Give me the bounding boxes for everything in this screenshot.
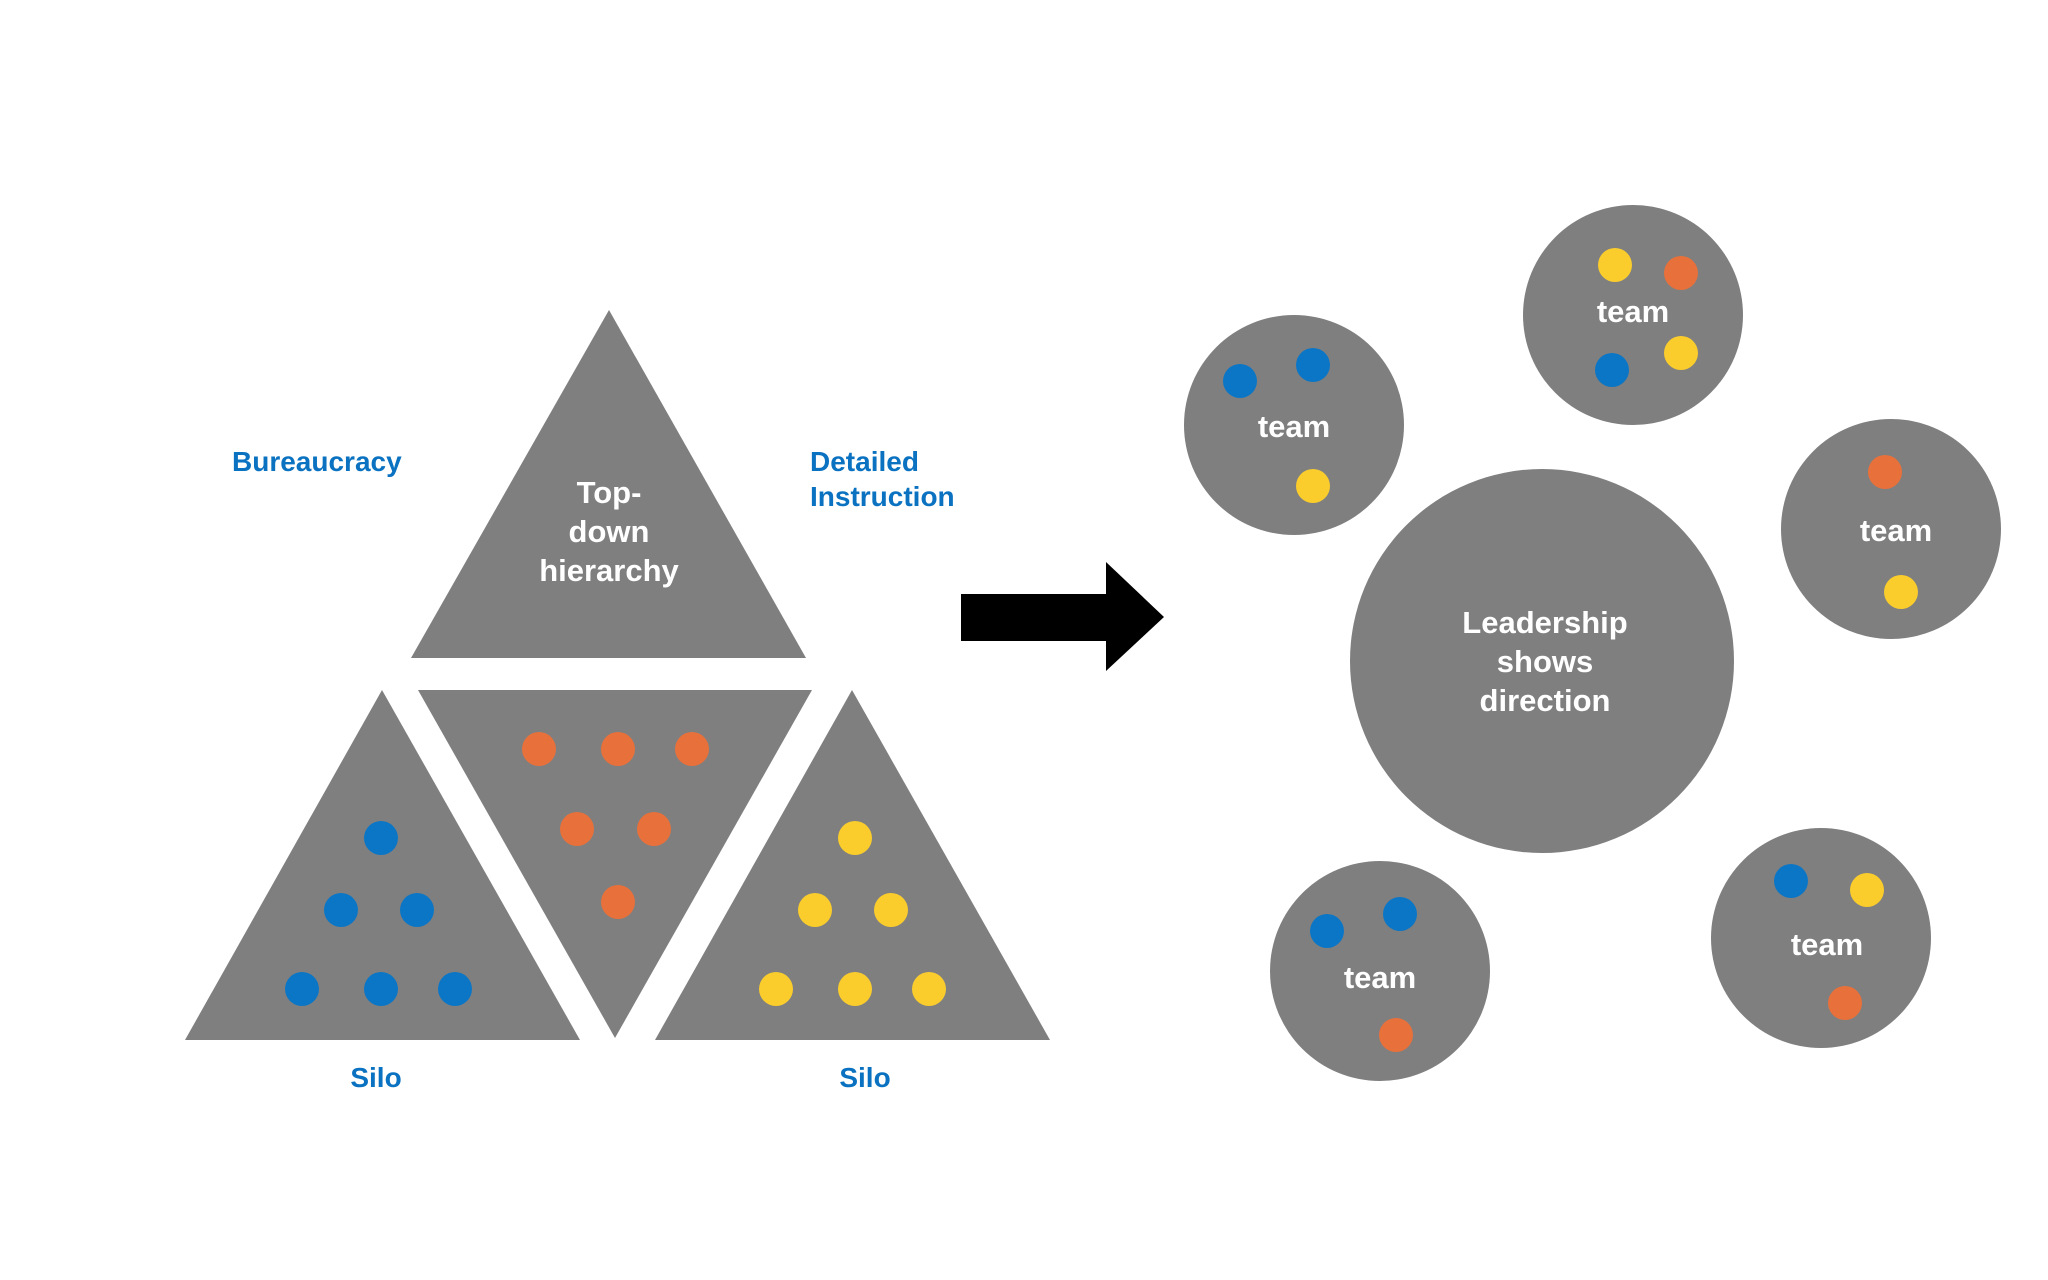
orange-dot xyxy=(601,885,635,919)
yellow-dot xyxy=(1884,575,1918,609)
orange-dot xyxy=(1379,1018,1413,1052)
team-label: team xyxy=(1791,927,1863,962)
team-circle-lower-right: team xyxy=(1711,828,1931,1048)
blue-dot xyxy=(364,972,398,1006)
orange-dot xyxy=(637,812,671,846)
blue-dot xyxy=(1296,348,1330,382)
silo-left-label: Silo xyxy=(350,1062,401,1093)
detailed-instruction-label-line2: Instruction xyxy=(810,481,955,512)
yellow-dot xyxy=(1850,873,1884,907)
middle-inverted-triangle xyxy=(418,690,812,1038)
top-triangle-text-line2: down xyxy=(569,514,650,549)
blue-dot xyxy=(1595,353,1629,387)
yellow-dot xyxy=(1296,469,1330,503)
yellow-dot xyxy=(759,972,793,1006)
left-silo-triangle xyxy=(185,690,580,1040)
team-label: team xyxy=(1344,960,1416,995)
yellow-dot xyxy=(838,972,872,1006)
leadership-text-line1: Leadership xyxy=(1462,605,1627,640)
leadership-circle xyxy=(1350,469,1734,853)
blue-dot xyxy=(1223,364,1257,398)
leadership-text-line3: direction xyxy=(1480,683,1611,718)
yellow-dot xyxy=(798,893,832,927)
yellow-dot xyxy=(874,893,908,927)
right-silo-triangle xyxy=(655,690,1050,1040)
top-triangle-text-line1: Top- xyxy=(577,475,642,510)
blue-dot xyxy=(1383,897,1417,931)
top-triangle xyxy=(411,310,806,658)
orange-dot xyxy=(1868,455,1902,489)
team-network: Leadership shows direction team team tea… xyxy=(1184,205,2001,1081)
blue-dot xyxy=(364,821,398,855)
detailed-instruction-label-line1: Detailed xyxy=(810,446,919,477)
right-silo-dots xyxy=(759,821,946,1006)
team-circle-upper-left: team xyxy=(1184,315,1404,535)
leadership-text-line2: shows xyxy=(1497,644,1593,679)
hierarchy-pyramid: Top- down hierarchy xyxy=(185,310,1050,1093)
team-circle xyxy=(1781,419,2001,639)
left-silo-dots xyxy=(285,821,472,1006)
orange-dot xyxy=(1664,256,1698,290)
orange-dot xyxy=(1828,986,1862,1020)
blue-dot xyxy=(1310,914,1344,948)
right-arrow-icon xyxy=(961,562,1164,671)
team-label: team xyxy=(1258,409,1330,444)
blue-dot xyxy=(1774,864,1808,898)
orange-dot xyxy=(560,812,594,846)
team-circle-lower-left: team xyxy=(1270,861,1490,1081)
team-label: team xyxy=(1597,294,1669,329)
yellow-dot xyxy=(838,821,872,855)
team-circle-right: team xyxy=(1781,419,2001,639)
blue-dot xyxy=(400,893,434,927)
yellow-dot xyxy=(912,972,946,1006)
middle-dots xyxy=(522,732,709,919)
blue-dot xyxy=(285,972,319,1006)
blue-dot xyxy=(324,893,358,927)
orange-dot xyxy=(601,732,635,766)
team-circle-top: team xyxy=(1523,205,1743,425)
bureaucracy-label: Bureaucracy xyxy=(232,446,402,477)
yellow-dot xyxy=(1664,336,1698,370)
team-label: team xyxy=(1860,513,1932,548)
silo-right-label: Silo xyxy=(839,1062,890,1093)
orange-dot xyxy=(522,732,556,766)
blue-dot xyxy=(438,972,472,1006)
yellow-dot xyxy=(1598,248,1632,282)
top-triangle-text-line3: hierarchy xyxy=(539,553,679,588)
orange-dot xyxy=(675,732,709,766)
